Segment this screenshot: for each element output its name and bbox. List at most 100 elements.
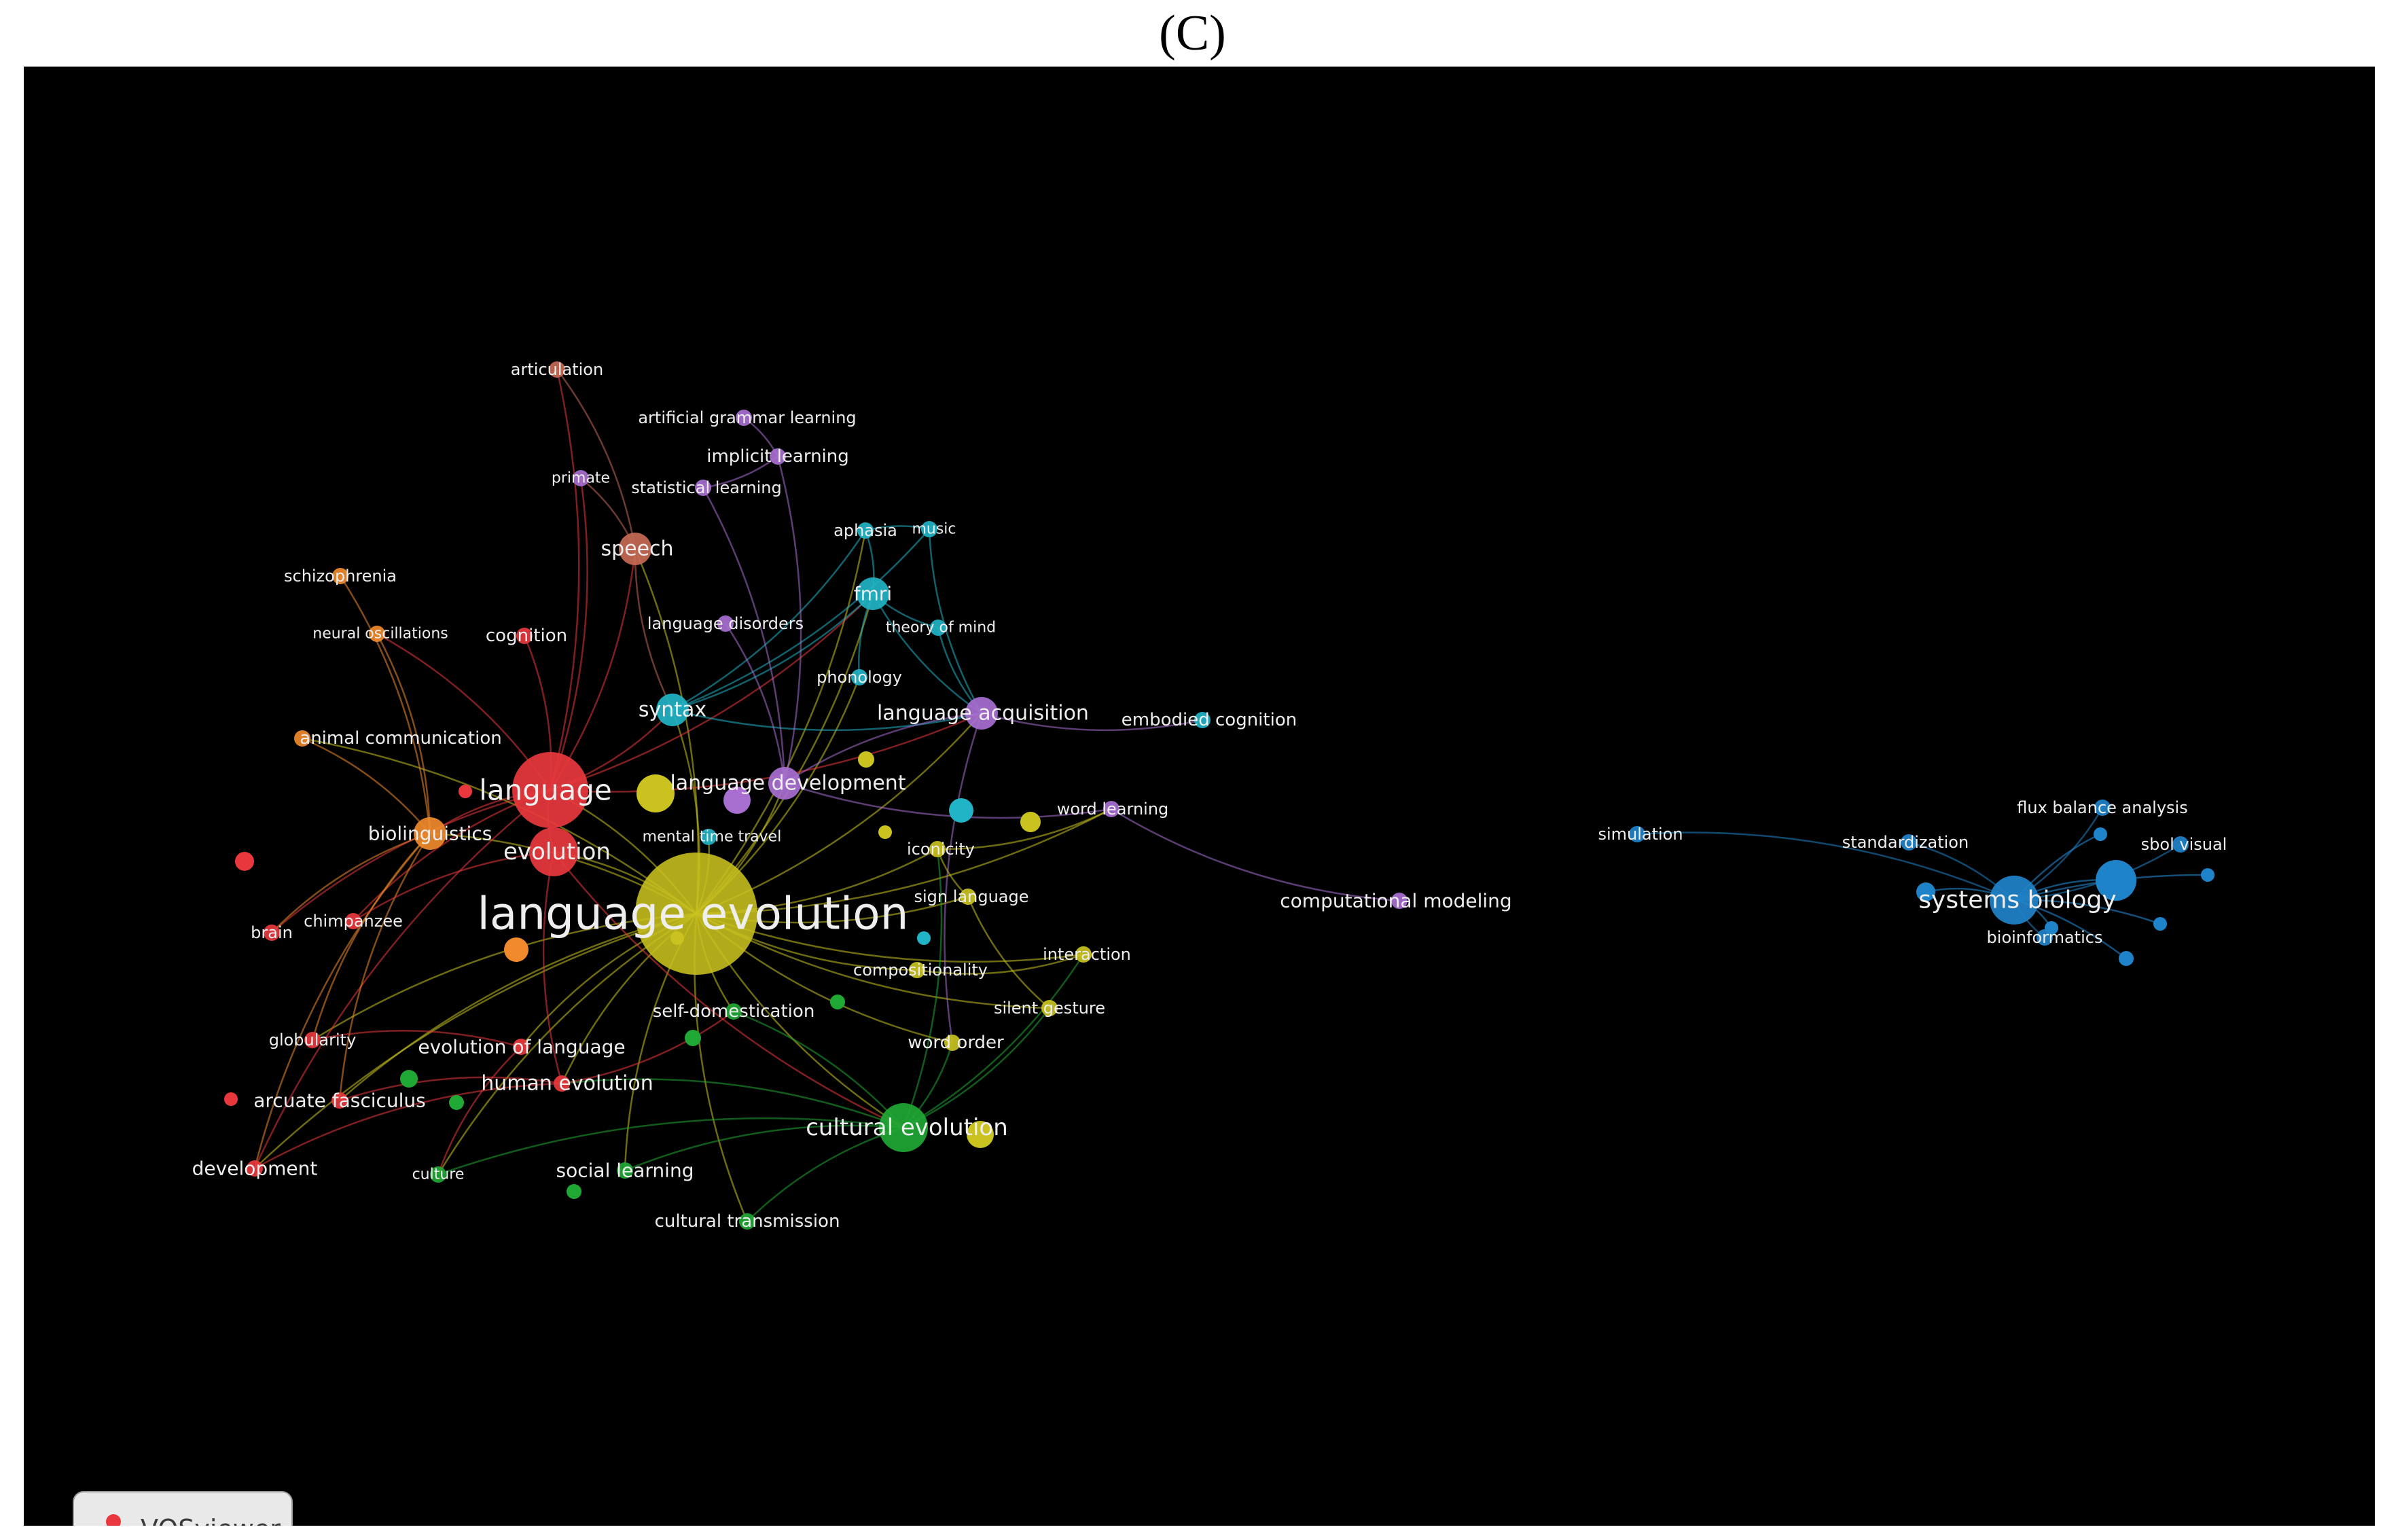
- node-computational-modeling[interactable]: [1391, 893, 1407, 909]
- node-music[interactable]: [921, 521, 937, 537]
- network-edge: [903, 954, 1085, 1129]
- node-articulation[interactable]: [549, 361, 565, 378]
- node-sign-language[interactable]: [960, 889, 976, 905]
- network-node[interactable]: [459, 785, 472, 798]
- node-systems-biology-cluster[interactable]: [2094, 827, 2107, 841]
- node-systems-biology-cluster[interactable]: [2119, 951, 2134, 966]
- network-node[interactable]: [567, 1184, 581, 1199]
- node-language[interactable]: [512, 752, 588, 828]
- node-evolution-of-language[interactable]: [513, 1039, 529, 1055]
- node-globularity[interactable]: [304, 1032, 321, 1048]
- network-node[interactable]: [685, 1030, 701, 1046]
- node-cognition[interactable]: [516, 628, 533, 644]
- node-neural-oscillations[interactable]: [369, 626, 385, 642]
- node-language-disorders[interactable]: [717, 615, 734, 632]
- node-systems-biology-cluster[interactable]: [2096, 860, 2136, 901]
- network-node[interactable]: [858, 751, 874, 768]
- node-label-evolution: evolution: [503, 838, 611, 865]
- node-self-domestication[interactable]: [725, 1003, 742, 1020]
- network-edge: [776, 456, 802, 784]
- node-human-evolution[interactable]: [554, 1075, 570, 1092]
- node-cultural-transmission[interactable]: [739, 1213, 755, 1230]
- node-interaction[interactable]: [1075, 946, 1092, 963]
- node-culture[interactable]: [430, 1166, 446, 1183]
- network-node[interactable]: [504, 937, 528, 962]
- node-biolinguistics[interactable]: [414, 817, 446, 850]
- node-label-flux-balance-analysis: flux balance analysis: [2017, 798, 2187, 817]
- node-silent-gesture[interactable]: [1041, 1000, 1058, 1016]
- network-node[interactable]: [949, 798, 973, 823]
- node-language-acquisition[interactable]: [965, 697, 998, 730]
- node-compositionality[interactable]: [909, 962, 925, 978]
- node-label-aphasia: aphasia: [833, 521, 897, 540]
- network-node[interactable]: [400, 1070, 418, 1088]
- network-node[interactable]: [723, 787, 751, 814]
- node-label-computational-modeling: computational modeling: [1280, 890, 1511, 912]
- node-aphasia[interactable]: [857, 522, 874, 539]
- node-word-order[interactable]: [944, 1035, 961, 1051]
- network-edge: [561, 1078, 904, 1129]
- node-cultural-evolution[interactable]: [879, 1103, 928, 1152]
- node-chimpanzee[interactable]: [345, 913, 361, 929]
- vosviewer-logo[interactable]: VOSviewer: [73, 1491, 293, 1526]
- network-node[interactable]: [1020, 812, 1041, 832]
- node-systems-biology-cluster[interactable]: [2201, 868, 2214, 882]
- network-node[interactable]: [235, 852, 254, 871]
- network-node[interactable]: [670, 931, 684, 945]
- node-label-cognition: cognition: [486, 626, 567, 646]
- node-word-learning[interactable]: [1103, 801, 1119, 817]
- network-node[interactable]: [917, 931, 931, 945]
- node-language-evolution[interactable]: [635, 853, 757, 975]
- network-labels: language evolutionlanguageevolutioncultu…: [192, 360, 2227, 1232]
- node-implicit-learning[interactable]: [770, 448, 786, 465]
- network-node[interactable]: [967, 1121, 994, 1148]
- node-speech[interactable]: [619, 533, 651, 565]
- figure-caption: (C): [1159, 5, 1226, 61]
- node-label-biolinguistics: biolinguistics: [368, 823, 492, 845]
- network-edge: [553, 851, 904, 1129]
- node-animal-communication[interactable]: [294, 730, 310, 747]
- node-primate[interactable]: [573, 470, 589, 486]
- node-brain[interactable]: [264, 925, 280, 941]
- network-edge: [549, 369, 580, 791]
- node-theory-of-mind[interactable]: [930, 620, 946, 636]
- network-edge: [550, 593, 874, 791]
- node-artificial-grammar-learning[interactable]: [736, 410, 752, 426]
- network-edge: [724, 623, 786, 784]
- node-language-development[interactable]: [768, 767, 801, 800]
- node-embodied-cognition[interactable]: [1194, 712, 1211, 728]
- network-node[interactable]: [636, 774, 675, 812]
- node-phonology[interactable]: [851, 669, 867, 685]
- network-node[interactable]: [830, 995, 845, 1009]
- node-iconicity[interactable]: [929, 841, 946, 857]
- node-fmri[interactable]: [857, 577, 889, 610]
- keyword-network[interactable]: language evolutionlanguageevolutioncultu…: [24, 67, 2375, 1526]
- node-social-learning[interactable]: [617, 1162, 633, 1179]
- node-mental-time-travel[interactable]: [700, 829, 717, 845]
- node-systems-biology-cluster[interactable]: [1916, 882, 1935, 901]
- node-label-sign-language: sign language: [914, 887, 1029, 906]
- node-evolution[interactable]: [529, 827, 578, 876]
- node-label-compositionality: compositionality: [853, 961, 988, 980]
- network-nodes[interactable]: [224, 361, 2214, 1230]
- node-label-implicit-learning: implicit learning: [706, 446, 849, 467]
- node-systems-biology[interactable]: [1990, 876, 2039, 925]
- node-flux-balance-analysis[interactable]: [2094, 800, 2111, 816]
- node-statistical-learning[interactable]: [695, 480, 711, 496]
- node-standardization[interactable]: [1901, 834, 1917, 850]
- node-arcuate-fasciculus[interactable]: [331, 1092, 348, 1109]
- network-node[interactable]: [449, 1095, 464, 1110]
- node-systems-biology-cluster[interactable]: [2045, 921, 2058, 935]
- node-syntax[interactable]: [656, 694, 689, 726]
- node-label-human-evolution: human evolution: [481, 1072, 653, 1096]
- node-schizophrenia[interactable]: [332, 568, 348, 584]
- network-node[interactable]: [878, 825, 892, 839]
- node-label-language: language: [479, 774, 612, 807]
- network-edge: [253, 789, 551, 1169]
- node-sbol-visual[interactable]: [2172, 836, 2189, 853]
- node-development[interactable]: [247, 1160, 263, 1177]
- node-systems-biology-cluster[interactable]: [2153, 917, 2167, 931]
- network-node[interactable]: [224, 1092, 238, 1106]
- node-simulation[interactable]: [1629, 826, 1645, 842]
